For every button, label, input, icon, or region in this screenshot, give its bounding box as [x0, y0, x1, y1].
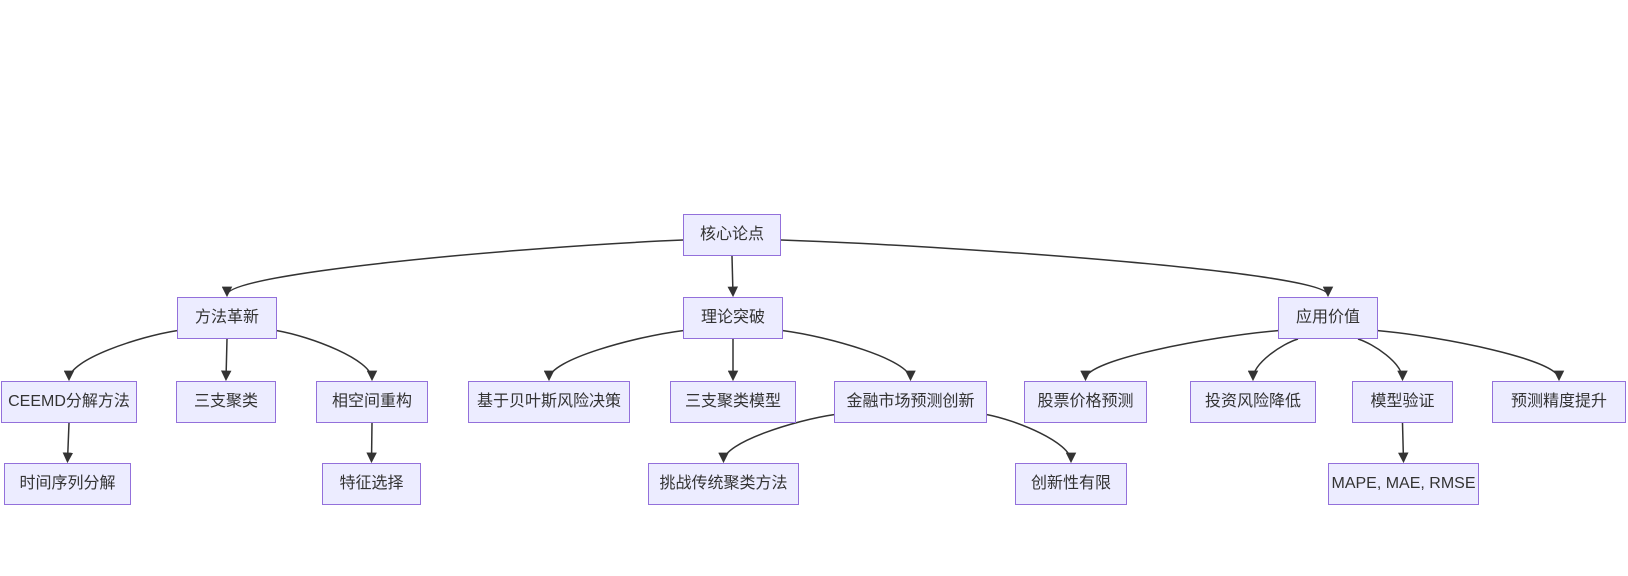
node-challenge: 挑战传统聚类方法 [648, 463, 799, 505]
edge-phase-feature [366, 422, 377, 464]
edge-value-validation [1357, 338, 1408, 382]
edge-core-theory [727, 255, 739, 298]
node-value: 应用价值 [1278, 297, 1378, 339]
edge-method-phase [276, 329, 378, 382]
node-core: 核心论点 [683, 214, 781, 256]
edge-value-accuracy [1377, 329, 1565, 382]
node-threeway: 三支聚类 [176, 381, 276, 423]
node-threeway-model: 三支聚类模型 [670, 381, 796, 423]
node-feature: 特征选择 [322, 463, 421, 505]
edge-ceemd-timeseries [62, 422, 74, 464]
edge-core-value [780, 239, 1334, 298]
edge-core-method [221, 239, 684, 298]
edge-finance-challenge [718, 413, 835, 464]
node-finance: 金融市场预测创新 [834, 381, 987, 423]
node-theory: 理论突破 [683, 297, 783, 339]
edge-method-ceemd [63, 329, 178, 382]
edge-theory-bayes [543, 329, 684, 382]
node-phase: 相空间重构 [316, 381, 428, 423]
edge-method-threeway [220, 338, 232, 382]
node-risk: 投资风险降低 [1190, 381, 1316, 423]
node-stock: 股票价格预测 [1024, 381, 1147, 423]
node-ceemd: CEEMD分解方法 [1, 381, 137, 423]
node-timeseries: 时间序列分解 [4, 463, 131, 505]
edge-value-stock [1080, 329, 1279, 382]
node-bayes: 基于贝叶斯风险决策 [468, 381, 630, 423]
node-method: 方法革新 [177, 297, 277, 339]
node-limited: 创新性有限 [1015, 463, 1127, 505]
node-accuracy: 预测精度提升 [1492, 381, 1626, 423]
edge-finance-limited [986, 413, 1077, 464]
edge-value-risk [1247, 338, 1299, 382]
node-validation: 模型验证 [1352, 381, 1453, 423]
edge-theory-finance [782, 329, 916, 382]
edge-validation-metrics [1398, 422, 1409, 464]
node-metrics: MAPE, MAE, RMSE [1328, 463, 1479, 505]
